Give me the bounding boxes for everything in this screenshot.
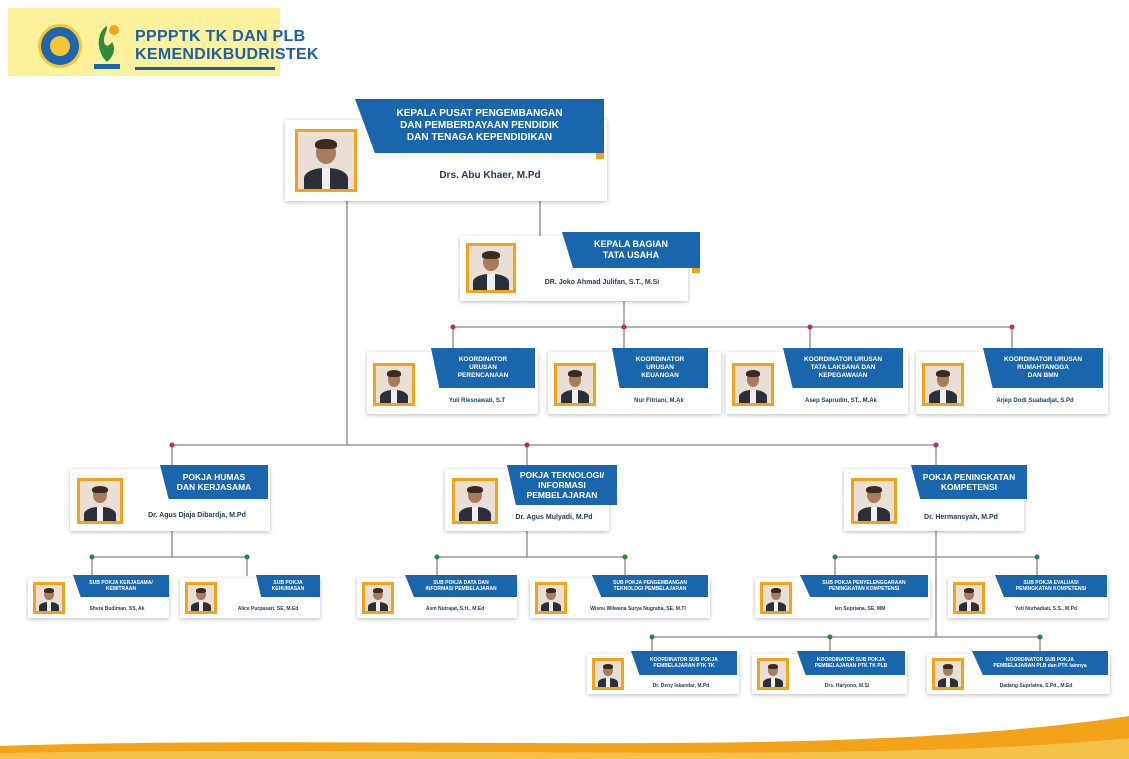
person-name: Asm Nutrajat, S.H., M.Ed	[425, 606, 485, 612]
position-title-banner: SUB POKJA EVALUASI PENINGKATAN KOMPETENS…	[995, 575, 1107, 597]
banner-accent	[596, 153, 604, 159]
person-name: Drs. Haryono, M.Si	[824, 683, 870, 689]
portrait-photo	[466, 243, 516, 293]
position-title-banner: SUB POKJA DATA DAN INFORMASI PEMBELAJARA…	[405, 575, 517, 597]
portrait-photo	[922, 363, 964, 406]
decorative-wave-footer	[0, 716, 1129, 759]
position-title-banner: SUB POKJA PENYELENGGARAAN PENINGKATAN KO…	[800, 575, 928, 597]
person-name: Arjep Dodi Suabadjat, S.Pd	[996, 398, 1074, 404]
position-title-banner: KEPALA BAGIAN TATA USAHA	[562, 232, 700, 268]
position-title-banner: POKJA HUMAS DAN KERJASAMA	[160, 465, 268, 499]
portrait-photo	[295, 129, 357, 192]
person-name: Dadang Supriatna, S.Pd., M.Ed	[999, 683, 1073, 689]
person-name: Asep Saprudin, ST., M.Ak	[804, 398, 877, 404]
person-name: Dr. Hermansyah, M.Pd	[924, 514, 998, 521]
person-name: DR. Joko Ahmad Julifan, S.T., M.Si	[544, 279, 660, 286]
position-title-banner: KOORDINATOR URUSAN KEUANGAN	[612, 348, 708, 388]
position-title-banner: POKJA TEKNOLOGI/ INFORMASI PEMBELAJARAN	[507, 465, 617, 505]
portrait-photo	[732, 363, 774, 406]
position-title-banner: POKJA PENINGKATAN KOMPETENSI	[911, 465, 1027, 499]
header-title-line1: PPPPTK TK DAN PLB	[135, 28, 306, 45]
person-name: Yuli Riesnawati, S.T	[448, 398, 506, 404]
header-logo: PPPPTK TK DAN PLB KEMENDIKBUDRISTEK	[8, 8, 318, 76]
portrait-photo	[760, 582, 792, 614]
person-name: Dr. Deny Iskandar, M.Pd	[652, 683, 710, 689]
header-title-line2: KEMENDIKBUDRISTEK	[135, 46, 319, 63]
portrait-photo	[362, 582, 394, 614]
position-title-banner: KOORDINATOR SUB POKJA PEMBELAJARAN PTK T…	[631, 651, 737, 675]
portrait-photo	[535, 582, 567, 614]
position-title-banner: SUB POKJA KERJASAMA/ KEMITRAAN	[73, 575, 169, 597]
position-title-banner: KOORDINATOR SUB POKJA PEMBELAJARAN PTK T…	[797, 651, 905, 675]
portrait-photo	[554, 363, 596, 406]
portrait-photo	[953, 582, 985, 614]
person-name: Shera Budiman, SS, Ak	[89, 606, 145, 612]
person-name: Dr. Agus Mulyadi, M.Pd	[515, 514, 593, 521]
position-title-banner: KEPALA PUSAT PENGEMBANGAN DAN PEMBERDAYA…	[355, 99, 604, 153]
person-name: Nur Fitriani, M.Ak	[634, 398, 684, 404]
portrait-photo	[452, 478, 498, 524]
portrait-photo	[185, 582, 217, 614]
person-name: Drs. Abu Khaer, M.Pd	[439, 170, 541, 181]
banner-accent	[692, 268, 700, 273]
position-title-banner: SUB POKJA PENGEMBANGAN TEKNOLOGI PEMBELA…	[592, 575, 708, 597]
ppptk-logo-icon	[94, 25, 120, 69]
position-title-banner: SUB POKJA KEHUMASAN	[256, 575, 320, 597]
position-title-banner: KOORDINATOR URUSAN RUMAHTANGGA DAN BMN	[983, 348, 1103, 388]
header-underline	[135, 67, 275, 70]
portrait-photo	[851, 478, 897, 524]
person-name: Dr. Agus Djaja Dibardja, M.Pd	[148, 512, 246, 519]
position-title-banner: KOORDINATOR URUSAN TATA LAKSANA DAN KEPE…	[783, 348, 903, 388]
portrait-photo	[33, 582, 65, 614]
portrait-photo	[592, 658, 624, 690]
position-title-banner: KOORDINATOR URUSAN PERENCANAAN	[431, 348, 535, 388]
person-name: Ien Supriana, SE, MM	[834, 606, 886, 612]
position-title-banner: KOORDINATOR SUB POKJA PEMBELAJARAN PLB d…	[972, 651, 1108, 675]
person-name: Alice Purpasari, SE, M.Ed	[237, 606, 299, 612]
portrait-photo	[932, 658, 964, 690]
portrait-photo	[77, 478, 123, 524]
person-name: Yeti Nurhadiati, S.S., M.Pd	[1015, 606, 1077, 612]
portrait-photo	[373, 363, 415, 406]
person-name: Wisnu Wilwana Surya Nugraha, SE, M.TI	[590, 606, 686, 612]
portrait-photo	[757, 658, 789, 690]
tut-wuri-handayani-emblem-icon	[38, 24, 82, 68]
